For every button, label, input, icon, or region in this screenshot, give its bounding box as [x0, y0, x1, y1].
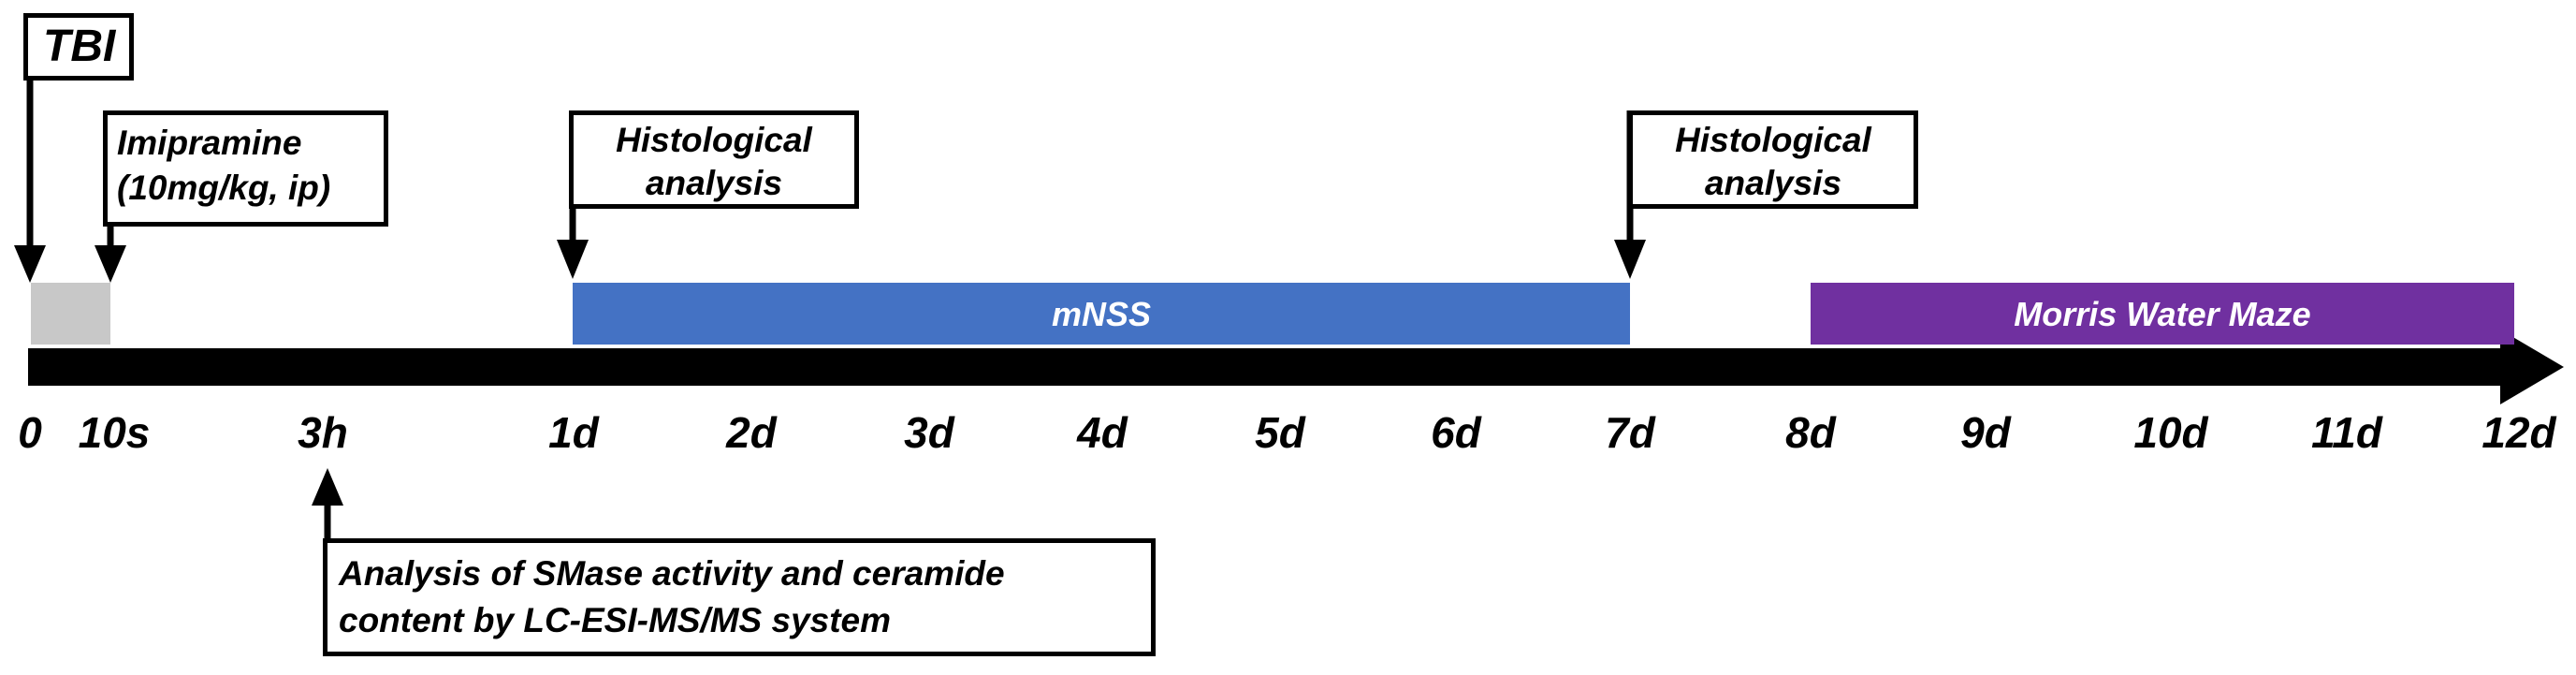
tick-label: 10s — [79, 408, 151, 457]
timeline-axis — [28, 348, 2508, 386]
analysis-arrowhead — [312, 468, 343, 506]
analysis-box: Analysis of SMase activity and ceramide … — [323, 538, 1156, 656]
imipramine-arrowhead — [95, 245, 126, 283]
histology-1-box: Histological analysis — [569, 110, 859, 209]
morris-bar-label: Morris Water Maze — [2014, 295, 2310, 333]
analysis-line-2: content by LC-ESI-MS/MS system — [339, 601, 892, 639]
tick-label: 11d — [2311, 408, 2383, 457]
histology-2-box: Histological analysis — [1628, 110, 1918, 209]
imipramine-box: Imipramine (10mg/kg, ip) — [103, 110, 388, 227]
imipramine-line-1: Imipramine — [117, 124, 302, 162]
tick-label: 0 — [18, 408, 42, 457]
morris-bar — [1811, 283, 2514, 345]
tick-label: 5d — [1255, 408, 1306, 457]
tick-label: 9d — [1960, 408, 2012, 457]
analysis-line-1: Analysis of SMase activity and ceramide — [339, 554, 1005, 593]
tick-label: 6d — [1431, 408, 1482, 457]
tick-label: 1d — [548, 408, 600, 457]
tbi-box: TBI — [23, 13, 134, 81]
timeline-arrowhead — [2500, 330, 2564, 404]
tick-label: 4d — [1076, 408, 1128, 457]
mnss-bar-label: mNSS — [1052, 295, 1151, 333]
histology-1-arrowhead — [557, 240, 589, 279]
histology-2-line-2: analysis — [1704, 164, 1842, 202]
tick-label: 3h — [298, 408, 348, 457]
tick-label: 2d — [725, 408, 778, 457]
tick-label: 3d — [904, 408, 955, 457]
tick-label: 7d — [1605, 408, 1656, 457]
histology-1-line-1: Histological — [616, 121, 812, 159]
tick-label: 12d — [2481, 408, 2556, 457]
tbi-label: TBI — [43, 22, 116, 71]
tick-label: 8d — [1785, 408, 1837, 457]
treatment-bar — [31, 283, 110, 345]
histology-2-line-1: Histological — [1675, 121, 1871, 159]
tick-label: 10d — [2133, 408, 2208, 457]
tbi-arrowhead — [14, 245, 46, 283]
histology-1-line-2: analysis — [645, 164, 783, 202]
mnss-bar — [573, 283, 1630, 345]
histology-2-arrowhead — [1614, 240, 1646, 279]
imipramine-line-2: (10mg/kg, ip) — [117, 169, 331, 207]
